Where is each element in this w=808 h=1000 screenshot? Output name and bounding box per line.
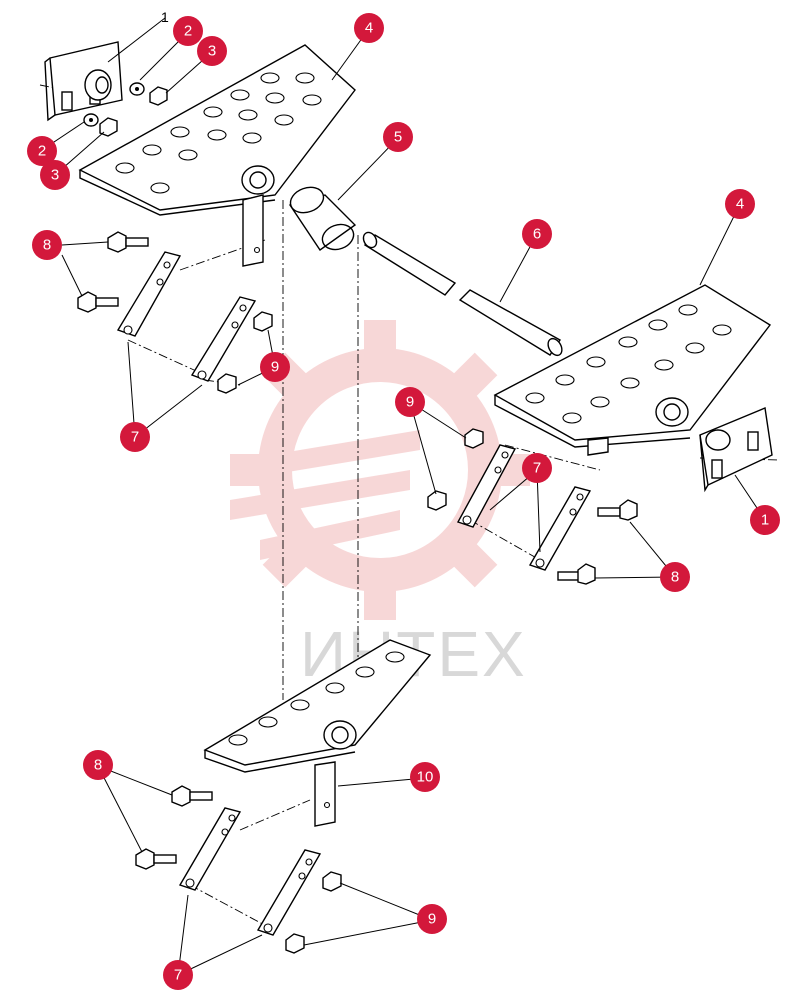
- plate-holes: [115, 72, 322, 194]
- bolts-right: [557, 499, 638, 585]
- shaft-rod: [362, 231, 563, 357]
- plate-holes-right: [525, 304, 732, 424]
- callout-6: 6: [522, 219, 552, 249]
- callout-2: 2: [173, 16, 203, 46]
- bolts-upper-left: [77, 231, 149, 313]
- callout-7: 7: [522, 453, 552, 483]
- svg-text:1: 1: [761, 512, 769, 529]
- svg-text:10: 10: [417, 769, 434, 786]
- spacer-tube: [288, 186, 357, 251]
- svg-text:9: 9: [406, 394, 414, 411]
- nuts-right: [427, 428, 484, 511]
- callout-4: 4: [725, 189, 755, 219]
- bolts-lower: [135, 785, 213, 870]
- svg-text:7: 7: [533, 460, 541, 477]
- svg-text:7: 7: [174, 967, 182, 984]
- svg-text:9: 9: [428, 911, 436, 928]
- callout-9: 9: [417, 904, 447, 934]
- svg-text:3: 3: [51, 167, 59, 184]
- svg-text:8: 8: [43, 237, 51, 254]
- footplate-right: [493, 284, 772, 456]
- callout-3: 3: [40, 160, 70, 190]
- watermark-logo: [230, 320, 530, 620]
- callout-4: 4: [354, 13, 384, 43]
- callout-7: 7: [163, 960, 193, 990]
- svg-text:4: 4: [736, 196, 744, 213]
- nuts-upper-left: [217, 311, 273, 394]
- nuts-lower: [285, 871, 342, 954]
- callout-8: 8: [660, 562, 690, 592]
- footplate-lower: [203, 639, 432, 827]
- svg-text:9: 9: [271, 359, 279, 376]
- callout-1-plain: 1: [161, 9, 169, 25]
- hinge-bracket-upper-left: [44, 41, 123, 122]
- callout-3: 3: [197, 36, 227, 66]
- callout-10: 10: [410, 762, 440, 792]
- svg-text:8: 8: [94, 757, 102, 774]
- svg-text:2: 2: [184, 23, 192, 40]
- washer-nut-upper: [83, 82, 168, 137]
- svg-text:2: 2: [38, 143, 46, 160]
- svg-text:3: 3: [208, 43, 216, 60]
- callout-9: 9: [395, 387, 425, 417]
- link-arms-lower: [178, 807, 322, 936]
- hinge-bracket-right: [699, 407, 773, 493]
- callout-2: 2: [27, 136, 57, 166]
- callout-7: 7: [120, 422, 150, 452]
- callout-8: 8: [32, 230, 62, 260]
- svg-text:6: 6: [533, 226, 541, 243]
- svg-text:8: 8: [671, 569, 679, 586]
- link-arms-right: [456, 444, 592, 571]
- svg-text:7: 7: [131, 429, 139, 446]
- footplate-upper-left: [78, 44, 356, 267]
- callouts: 1 2 3 2 3 4 5 8 9: [27, 9, 780, 990]
- svg-text:5: 5: [394, 129, 402, 146]
- svg-text:4: 4: [365, 20, 373, 37]
- callout-1: 1: [750, 505, 780, 535]
- plate-holes-lower: [228, 651, 405, 746]
- callout-9: 9: [260, 352, 290, 382]
- callout-5: 5: [383, 122, 413, 152]
- link-arms-upper-left: [116, 251, 257, 382]
- callout-8: 8: [83, 750, 113, 780]
